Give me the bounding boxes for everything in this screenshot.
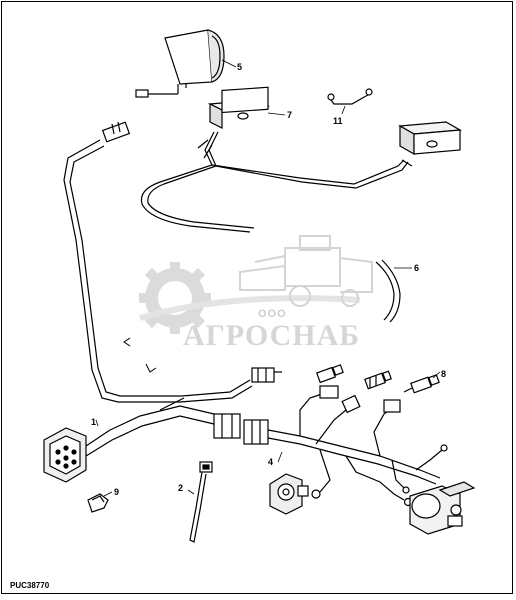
leader-11	[341, 105, 346, 115]
leader-1	[95, 419, 99, 427]
part-8-sensors	[316, 364, 440, 394]
leader-2	[187, 489, 195, 495]
callout-6: 6	[414, 263, 419, 273]
leader-9	[103, 491, 113, 497]
wire-ends	[123, 337, 157, 373]
part-4-switch	[269, 473, 309, 515]
lamp-right	[398, 121, 462, 156]
sensor-b	[364, 370, 392, 390]
part-6-cable	[375, 259, 401, 323]
callout-1: 1	[91, 417, 96, 427]
part-2-cable-tie	[189, 461, 213, 543]
harness-trunk	[85, 385, 448, 507]
callout-7: 7	[287, 110, 292, 120]
combine-harvester-icon	[239, 235, 373, 307]
callout-11: 11	[333, 116, 343, 126]
callout-8: 8	[441, 369, 446, 379]
part-7-lamp-left	[207, 86, 271, 129]
starter-motor	[409, 481, 476, 535]
watermark-prefix: ООО	[258, 308, 287, 320]
callout-9: 9	[114, 487, 119, 497]
leader-8	[432, 371, 441, 379]
watermark-company-name: АГРОСНАБ	[183, 319, 360, 352]
leader-5	[221, 59, 237, 68]
callout-2: 2	[178, 483, 183, 493]
sensor-c	[403, 374, 440, 394]
leader-7	[267, 112, 286, 116]
part-11-ground-strap	[327, 88, 373, 105]
leader-4	[277, 451, 283, 463]
callout-4: 4	[268, 457, 273, 467]
part-9-clip	[87, 493, 109, 513]
upper-lamp-harness	[140, 131, 413, 233]
sensor-a	[316, 364, 344, 384]
watermark: ООО АГРОСНАБ	[139, 235, 373, 352]
main-harness-left	[63, 121, 282, 403]
figure-id: PUC38770	[10, 581, 50, 590]
part-1-harness-connector	[43, 427, 87, 483]
watermark-swoosh	[139, 295, 361, 321]
callout-5: 5	[237, 62, 242, 72]
part-5-beacon-light	[135, 29, 225, 98]
